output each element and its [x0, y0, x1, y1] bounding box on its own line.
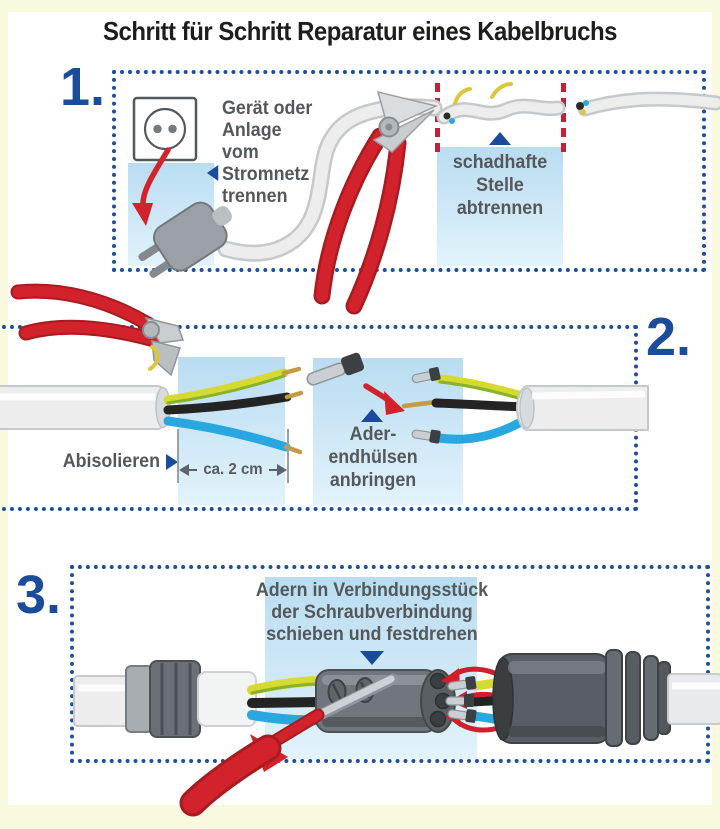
cut-mark-right	[561, 83, 566, 157]
callout-line: abtrennen	[456, 198, 544, 219]
callout-line: Stelle	[476, 175, 524, 196]
callout-line: Adern in Verbindungsstück	[255, 580, 489, 601]
callout-disconnect: Gerät oder Anlage vom Stromnetz trennen	[206, 98, 335, 208]
strip-label: Abisolieren	[62, 451, 160, 472]
highlight-band-cut	[437, 147, 563, 266]
callout-line: vom	[222, 142, 259, 163]
pointer-left-icon	[206, 165, 219, 181]
pointer-down-icon	[360, 651, 384, 665]
callout-ferrule: Ader- endhülsen anbringen	[312, 423, 434, 492]
callout-line: Stromnetz	[206, 164, 335, 186]
callout-line: schadhafte	[452, 152, 548, 173]
measure-arrow-right-icon	[277, 464, 287, 476]
pointer-right-icon	[166, 454, 178, 470]
step-1-box	[112, 70, 706, 272]
step-2-number: 2.	[646, 307, 692, 367]
step-3-box	[70, 565, 710, 763]
step-3-number: 3.	[16, 565, 62, 625]
measure-line	[269, 469, 277, 471]
callout-line: der Schraubverbindung	[271, 602, 473, 623]
callout-cut: schadhafte Stelle abtrennen	[441, 151, 559, 220]
measure-label: ca. 2 cm	[203, 461, 263, 478]
callout-line: anbringen	[329, 470, 417, 491]
callout-connect: Adern in Verbindungsstück der Schraubver…	[248, 580, 496, 646]
step-1-number: 1.	[60, 57, 106, 117]
callout-line: schieben und festdrehen	[266, 624, 478, 645]
measurement-row: ca. 2 cm	[179, 461, 287, 479]
cut-mark-left	[435, 83, 440, 157]
pointer-up-icon	[361, 409, 383, 422]
callout-line: trennen	[222, 186, 288, 207]
callout-line: Ader-	[349, 424, 397, 445]
page-title: Schritt für Schritt Reparatur eines Kabe…	[102, 16, 618, 46]
measure-line	[189, 469, 197, 471]
callout-line: Gerät oder	[222, 98, 313, 119]
measure-arrow-left-icon	[179, 464, 189, 476]
pointer-up-icon	[489, 132, 511, 145]
callout-line: endhülsen	[328, 447, 418, 468]
measurement-bracket: ca. 2 cm	[177, 429, 289, 483]
callout-line-text: Stromnetz	[222, 164, 310, 185]
callout-line: Anlage	[222, 120, 282, 141]
